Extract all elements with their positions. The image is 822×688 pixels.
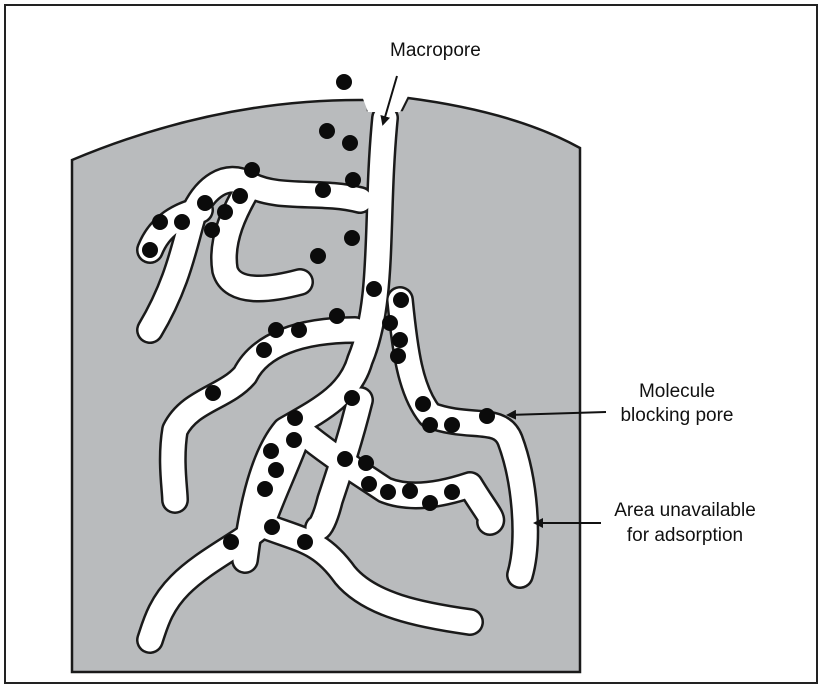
area-label-line1: Area unavailable xyxy=(614,500,756,521)
area-label-line2: for adsorption xyxy=(627,525,743,546)
molecule-label-line1: Molecule xyxy=(639,381,715,402)
molecule xyxy=(264,519,280,535)
molecule xyxy=(268,322,284,338)
molecule xyxy=(217,204,233,220)
molecule xyxy=(223,534,239,550)
molecule xyxy=(268,462,284,478)
molecule xyxy=(174,214,190,230)
molecule xyxy=(444,484,460,500)
molecule xyxy=(344,230,360,246)
molecule xyxy=(297,534,313,550)
molecule xyxy=(358,455,374,471)
molecule xyxy=(392,332,408,348)
molecule xyxy=(361,476,377,492)
macropore-label: Macropore xyxy=(390,40,481,61)
molecule xyxy=(344,390,360,406)
molecule xyxy=(142,242,158,258)
molecule xyxy=(444,417,460,433)
molecule xyxy=(342,135,358,151)
molecule xyxy=(329,308,345,324)
molecule xyxy=(232,188,248,204)
molecule xyxy=(337,451,353,467)
molecule xyxy=(390,348,406,364)
molecule xyxy=(366,281,382,297)
molecule xyxy=(415,396,431,412)
molecule-label-line2: blocking pore xyxy=(620,405,733,426)
molecule xyxy=(380,484,396,500)
molecule xyxy=(257,481,273,497)
molecule xyxy=(315,182,331,198)
molecule xyxy=(382,315,398,331)
molecule xyxy=(286,432,302,448)
molecule xyxy=(345,172,361,188)
molecule xyxy=(197,195,213,211)
molecule xyxy=(204,222,220,238)
macropore-opening xyxy=(362,96,408,112)
molecule xyxy=(287,410,303,426)
molecule xyxy=(319,123,335,139)
molecule xyxy=(402,483,418,499)
molecule xyxy=(256,342,272,358)
molecule xyxy=(336,74,352,90)
molecule xyxy=(205,385,221,401)
molecule-blocking-pore xyxy=(479,408,495,424)
molecule xyxy=(310,248,326,264)
molecule xyxy=(291,322,307,338)
molecule xyxy=(422,495,438,511)
molecule xyxy=(393,292,409,308)
molecule xyxy=(244,162,260,178)
molecule xyxy=(422,417,438,433)
molecule xyxy=(152,214,168,230)
molecule xyxy=(263,443,279,459)
